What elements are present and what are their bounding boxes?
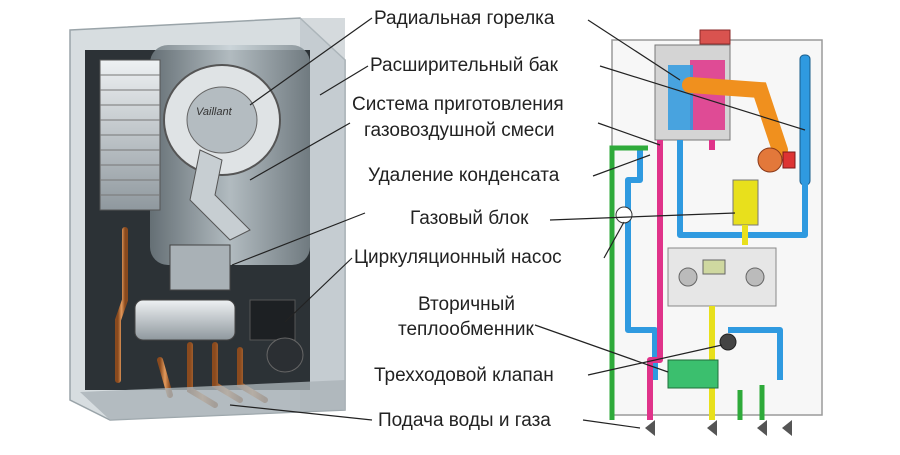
label-three-way-valve: Трехходовой клапан [374,365,554,386]
leader-pump-right [603,221,625,259]
label-mixing-system-line1: Система приготовления [352,94,564,115]
schematic-three-way-valve [719,333,737,351]
schematic-fan-motor [782,151,796,169]
leader-3way-right [587,344,723,376]
circulation-pump-part [249,299,296,341]
label-gas-block: Газовый блок [410,208,529,229]
schematic-pump [615,206,633,224]
heat-exchanger-fins [100,74,160,196]
leader-burner-right [587,19,681,81]
schematic-bottom-valves [645,420,792,436]
flue-outlet [699,29,731,45]
schematic-secondary-hx [667,359,719,389]
leader-mixing-right [597,122,661,146]
leader-tank-left [319,65,369,96]
boiler-illustration: Vaillant [69,17,346,421]
leader-gas-right [549,212,736,221]
schematic-expansion-tank [799,54,811,186]
label-secondary-hx-line1: Вторичный [418,294,515,315]
leader-supply-right [582,419,641,429]
schematic-fan [757,147,783,173]
exhaust-duct [682,77,788,158]
schematic-burner-cold [668,65,693,130]
circulation-pump-rotor [266,337,304,373]
schematic-knob-right [745,267,765,287]
leader-secondary-right [534,324,669,373]
leader-mixing-left [249,122,351,181]
schematic-gas-valve [732,179,759,226]
label-mixing-system-line2: газовоздушной смеси [364,120,555,141]
leader-tank-right [599,65,806,131]
leader-supply-left [229,404,373,421]
label-secondary-hx-line2: теплообменник [398,319,534,340]
schematic [609,29,823,436]
schematic-pipes-green [609,145,765,420]
mixing-tube [189,149,251,241]
label-radial-burner: Радиальная горелка [374,8,555,29]
label-condensate-removal: Удаление конденсата [368,165,560,186]
label-water-gas-supply: Подача воды и газа [378,410,551,431]
leader-condensate-right [592,154,651,177]
schematic-knob-left [678,267,698,287]
schematic-pipes-hot [647,140,715,420]
label-expansion-tank: Расширительный бак [370,55,558,76]
radial-burner-inner [186,86,258,154]
leader-lines [229,17,806,429]
boiler-brand-logo: Vaillant [196,106,233,118]
secondary-heat-exchanger-part [134,299,236,341]
leader-gas-left [231,212,366,266]
leader-burner-left [249,17,373,106]
gas-valve-block [169,244,231,291]
label-circulation-pump: Циркуляционный насос [354,247,562,268]
schematic-display [702,259,726,275]
leader-pump-left [284,257,353,323]
